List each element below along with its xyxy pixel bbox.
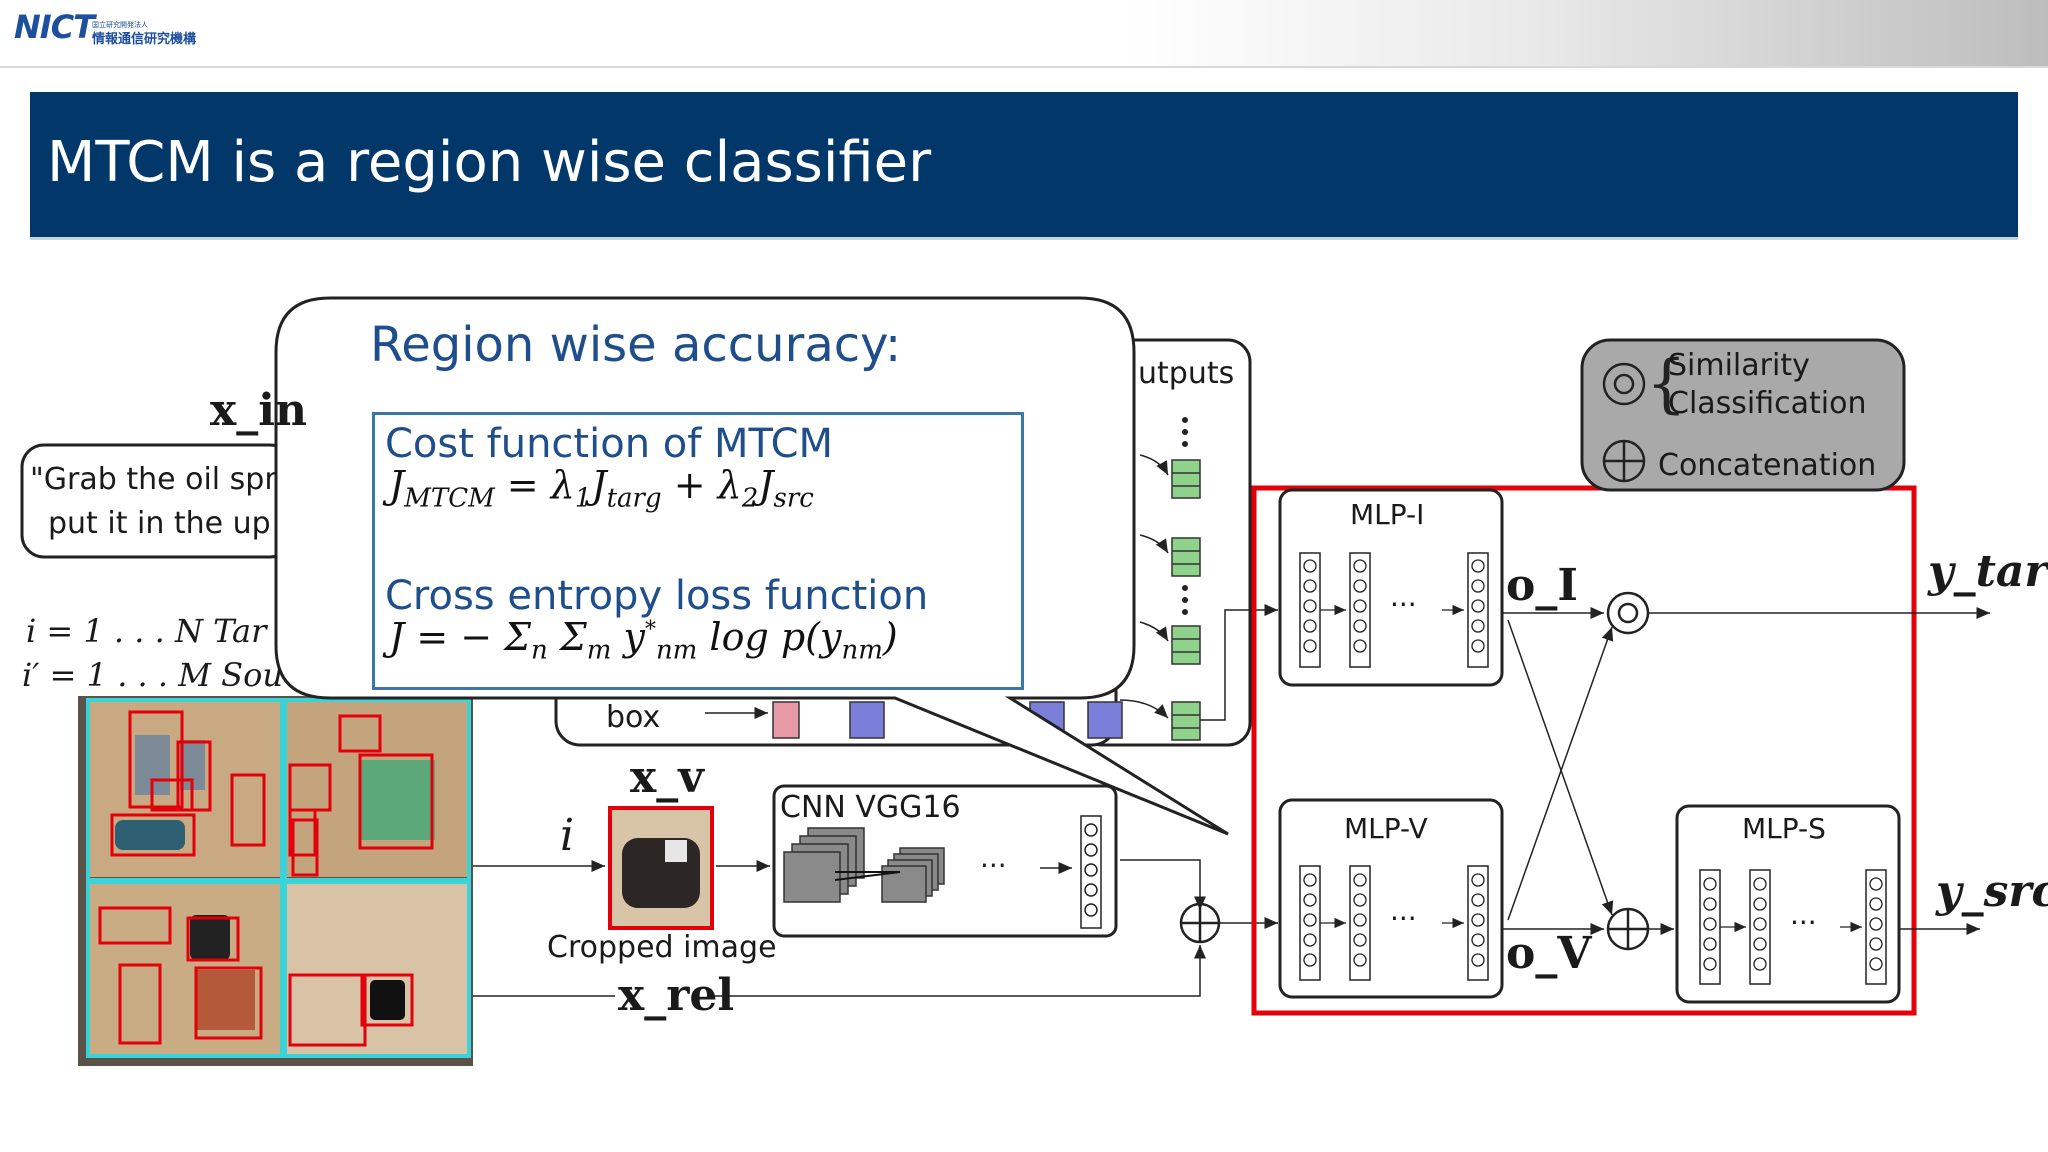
- source-index-range: i′ = 1 . . . M Sou: [22, 656, 283, 694]
- shelf-image: [78, 696, 473, 1066]
- legend-similarity-icon: [1602, 362, 1646, 406]
- mlp-neurons: [1303, 559, 1883, 971]
- box-cell-blue-3: [1087, 701, 1123, 739]
- similarity-node: [1606, 591, 1650, 635]
- o-i-label: o_I: [1506, 560, 1578, 611]
- box-cell-red: [772, 701, 800, 739]
- output-cells: [1171, 459, 1201, 741]
- mlp-v-box: [1278, 798, 1504, 999]
- mlp-i-dots: ···: [1390, 588, 1417, 621]
- legend-brace: {: [1646, 347, 1687, 421]
- callout-heading: Region wise accuracy:: [370, 317, 902, 373]
- formula-box: Cost function of MTCM JMTCM = λ1Jtarg + …: [372, 412, 1024, 690]
- cost-function-equation: JMTCM = λ1Jtarg + λ2Jsrc: [389, 463, 814, 514]
- legend-concatenation: Concatenation: [1658, 448, 1877, 483]
- cnn-dots: ···: [980, 849, 1007, 882]
- x-v-label: x_v: [630, 752, 704, 803]
- mlp-layers: [1299, 552, 1887, 985]
- mlp-v-label: MLP-V: [1344, 812, 1428, 845]
- mlp-i-box: [1278, 488, 1504, 687]
- highlight-frame: [1251, 485, 1917, 1016]
- mlp-s-box: [1675, 804, 1901, 1004]
- mlp-s-label: MLP-S: [1742, 812, 1826, 845]
- nict-logo: NICT: [14, 8, 95, 46]
- cost-function-label: Cost function of MTCM: [385, 421, 834, 467]
- cnn-label: CNN VGG16: [780, 790, 961, 825]
- i-label: i: [560, 810, 575, 861]
- cropped-image-label: Cropped image: [547, 930, 777, 965]
- x-in-label: x_in: [210, 385, 307, 436]
- legend-panel: [1580, 338, 1906, 492]
- legend-concat-icon: [1602, 439, 1646, 483]
- cross-entropy-label: Cross entropy loss function: [385, 573, 929, 619]
- box-cell-blue-1: [849, 701, 885, 739]
- cross-entropy-equation: J = − Σn Σm y*nm log p(ynm): [389, 615, 898, 666]
- x-rel-label: x_rel: [618, 970, 735, 1021]
- instruction-line-1: "Grab the oil spr: [30, 462, 277, 497]
- mlp-s-dots: ···: [1790, 906, 1817, 939]
- target-index-range: i = 1 . . . N Tar: [26, 612, 267, 650]
- output-dots: [1182, 417, 1188, 615]
- o-v-label: o_V: [1506, 928, 1592, 979]
- outputs-label: utputs: [1138, 356, 1235, 391]
- mlp-i-label: MLP-I: [1350, 498, 1425, 531]
- mlp-v-dots: ···: [1390, 902, 1417, 935]
- legend-similarity: Similarity: [1668, 348, 1810, 383]
- concat-node-2: [1606, 907, 1650, 951]
- logo-org-small: 国立研究開発法人: [92, 21, 148, 29]
- slide-title: MTCM is a region wise classifier: [47, 130, 932, 195]
- cnn-output-vector: [1080, 815, 1102, 929]
- header-bar: NICT 国立研究開発法人 情報通信研究機構: [0, 0, 2048, 68]
- instruction-line-2: put it in the up: [48, 506, 271, 541]
- concat-node-1: [1179, 902, 1221, 944]
- logo-org-name: 情報通信研究機構: [92, 32, 197, 47]
- box-label: box: [606, 700, 661, 735]
- legend-classification: Classification: [1668, 386, 1867, 421]
- y-targ-label: y_targ: [1928, 546, 2048, 597]
- cropped-object: [622, 838, 700, 908]
- slide-title-bar: MTCM is a region wise classifier: [30, 92, 2018, 240]
- cnn-feature-maps: [783, 827, 945, 903]
- cnn-box: [772, 784, 1118, 938]
- y-src-label: y_src: [1936, 866, 2048, 917]
